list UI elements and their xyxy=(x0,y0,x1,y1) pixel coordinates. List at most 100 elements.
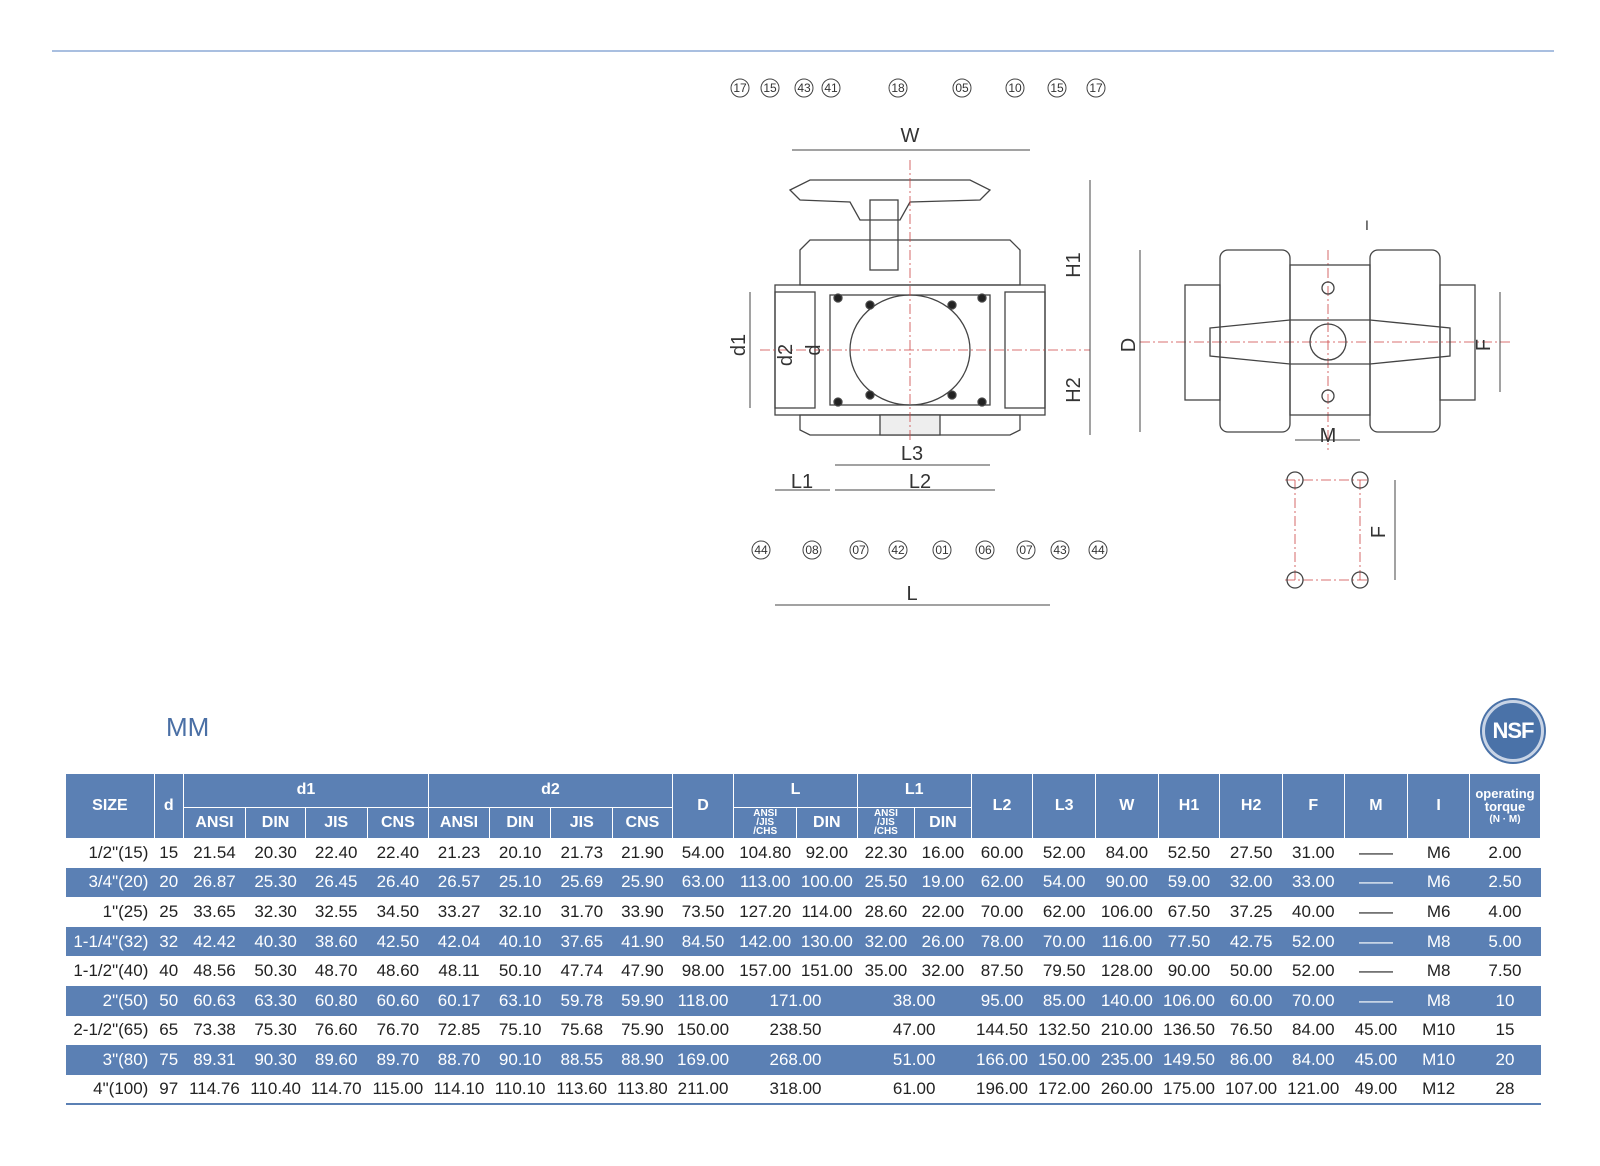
cell-L: 268.00 xyxy=(733,1045,858,1075)
svg-text:17: 17 xyxy=(733,81,747,95)
cell-d: 15 xyxy=(159,842,179,862)
cell-I: M8 xyxy=(1426,961,1451,981)
cell-d2-jis: 88.55 xyxy=(550,1045,613,1075)
cell-d: 20 xyxy=(154,867,184,898)
cell-d: 40 xyxy=(159,961,179,981)
cell-d2-ansi: 42.04 xyxy=(428,926,490,957)
cell-d1-jis: 32.55 xyxy=(314,901,358,921)
dim-label-d2: d2 xyxy=(775,344,797,366)
header-L-ansi: ANSI xyxy=(753,808,778,820)
dim-label-L2: L2 xyxy=(909,471,931,493)
cell-H2: 50.00 xyxy=(1229,961,1273,981)
cell-torque: 10 xyxy=(1469,985,1541,1016)
cell-L1-ansi: 35.00 xyxy=(864,961,908,981)
callout-bottom-3: 07 xyxy=(849,540,869,560)
cell-H2: 60.00 xyxy=(1219,985,1283,1016)
cell-L: 171.00 xyxy=(733,985,858,1016)
cell-L3: 79.50 xyxy=(1042,961,1086,981)
cell-torque: 2.50 xyxy=(1469,867,1541,898)
cell-I: M6 xyxy=(1426,901,1451,921)
cell-L1-ansi: 25.50 xyxy=(857,867,915,898)
cell-d2-din: 63.10 xyxy=(489,985,551,1016)
callout-top-5: 18 xyxy=(888,78,908,98)
cell-L2: 95.00 xyxy=(971,985,1033,1016)
callout-top-6: 05 xyxy=(952,78,972,98)
table-row: 3"(80) 75 89.31 90.30 89.60 89.70 88.70 … xyxy=(66,1045,1541,1075)
callout-bottom-9: 44 xyxy=(1088,540,1108,560)
cell-d1-jis: 89.60 xyxy=(305,1045,368,1075)
cell-I: M6 xyxy=(1426,842,1451,862)
cell-M: —— xyxy=(1344,985,1408,1016)
cell-H2: 86.00 xyxy=(1219,1045,1283,1075)
cell-H1: 52.50 xyxy=(1167,842,1211,862)
cell-d: 75 xyxy=(154,1045,184,1075)
cell-d1-cns: 48.60 xyxy=(376,961,420,981)
dim-label-L: L xyxy=(906,583,917,605)
cell-d1-ansi: 42.42 xyxy=(183,926,246,957)
cell-d2-din: 75.10 xyxy=(498,1020,542,1040)
cell-torque: 7.50 xyxy=(1488,961,1522,981)
callout-top-2: 15 xyxy=(760,78,780,98)
header-D: D xyxy=(672,774,735,838)
dim-label-H1: H1 xyxy=(1063,252,1085,278)
cell-H1: 90.00 xyxy=(1167,961,1211,981)
cell-D: 98.00 xyxy=(681,961,725,981)
cell-H2: 42.75 xyxy=(1219,926,1283,957)
svg-text:07: 07 xyxy=(852,543,866,557)
callout-bottom-2: 08 xyxy=(802,540,822,560)
cell-I: M10 xyxy=(1422,1020,1456,1040)
cell-d1-cns: 89.70 xyxy=(367,1045,429,1075)
cell-W: 140.00 xyxy=(1095,985,1159,1016)
callout-top-9: 17 xyxy=(1086,78,1106,98)
svg-text:01: 01 xyxy=(935,543,949,557)
cell-F: 31.00 xyxy=(1292,842,1335,862)
callout-top-4: 41 xyxy=(821,78,841,98)
cell-L1: 47.00 xyxy=(892,1020,936,1040)
table-row: 3/4"(20) 20 26.87 25.30 26.45 26.40 26.5… xyxy=(66,867,1541,898)
cell-size: 1-1/4"(32) xyxy=(66,926,155,957)
cell-d2-ansi: 48.11 xyxy=(438,961,480,981)
cell-d1-cns: 42.50 xyxy=(367,926,429,957)
cell-d1-jis: 26.45 xyxy=(305,867,368,898)
cell-F: 33.00 xyxy=(1282,867,1345,898)
cell-D: 118.00 xyxy=(672,985,734,1016)
cell-d1-jis: 76.60 xyxy=(314,1020,358,1040)
cell-d2-ansi: 21.23 xyxy=(437,842,481,862)
cell-H1: 106.00 xyxy=(1158,985,1220,1016)
cell-I: M10 xyxy=(1407,1045,1470,1075)
cell-d2-cns: 88.90 xyxy=(612,1045,673,1075)
svg-text:15: 15 xyxy=(1050,81,1064,95)
cell-L1-din: 16.00 xyxy=(921,842,965,862)
cell-F: 52.00 xyxy=(1282,926,1345,957)
cell-d2-jis: 47.74 xyxy=(560,961,604,981)
cell-H1: 175.00 xyxy=(1158,1074,1220,1106)
header-L2: L2 xyxy=(971,774,1034,838)
callout-bottom-4: 42 xyxy=(888,540,908,560)
cell-L2: 62.00 xyxy=(971,867,1033,898)
cell-L1: 61.00 xyxy=(857,1074,972,1106)
header-d1-jis: JIS xyxy=(305,806,368,838)
cell-H1: 59.00 xyxy=(1158,867,1220,898)
cell-F: 40.00 xyxy=(1292,901,1335,921)
header-d2-jis: JIS xyxy=(550,806,614,838)
cell-F: 84.00 xyxy=(1282,1045,1345,1075)
cell-d1-jis: 114.70 xyxy=(305,1074,368,1106)
callout-top-8: 15 xyxy=(1047,78,1067,98)
cell-d1-cns: 60.60 xyxy=(367,985,429,1016)
dim-label-I: I xyxy=(1365,217,1369,233)
cell-L-ansi: 104.80 xyxy=(739,842,792,862)
cell-D: 73.50 xyxy=(681,901,725,921)
cell-d1-din: 90.30 xyxy=(245,1045,306,1075)
header-d2-din: DIN xyxy=(489,806,552,838)
cell-d1-cns: 26.40 xyxy=(367,867,429,898)
cell-L-ansi: 127.20 xyxy=(739,901,792,921)
cell-d1-din: 25.30 xyxy=(245,867,306,898)
header-I: I xyxy=(1407,774,1470,838)
cell-d2-ansi: 33.27 xyxy=(437,901,481,921)
cell-D: 63.00 xyxy=(672,867,734,898)
table-row: 1-1/2"(40) 40 48.56 50.30 48.70 48.60 48… xyxy=(66,956,1541,986)
dim-label-d: d xyxy=(803,344,825,355)
callout-top-7: 10 xyxy=(1005,78,1025,98)
cell-size: 3/4"(20) xyxy=(66,867,155,898)
cell-L1-ansi: 32.00 xyxy=(857,926,915,957)
